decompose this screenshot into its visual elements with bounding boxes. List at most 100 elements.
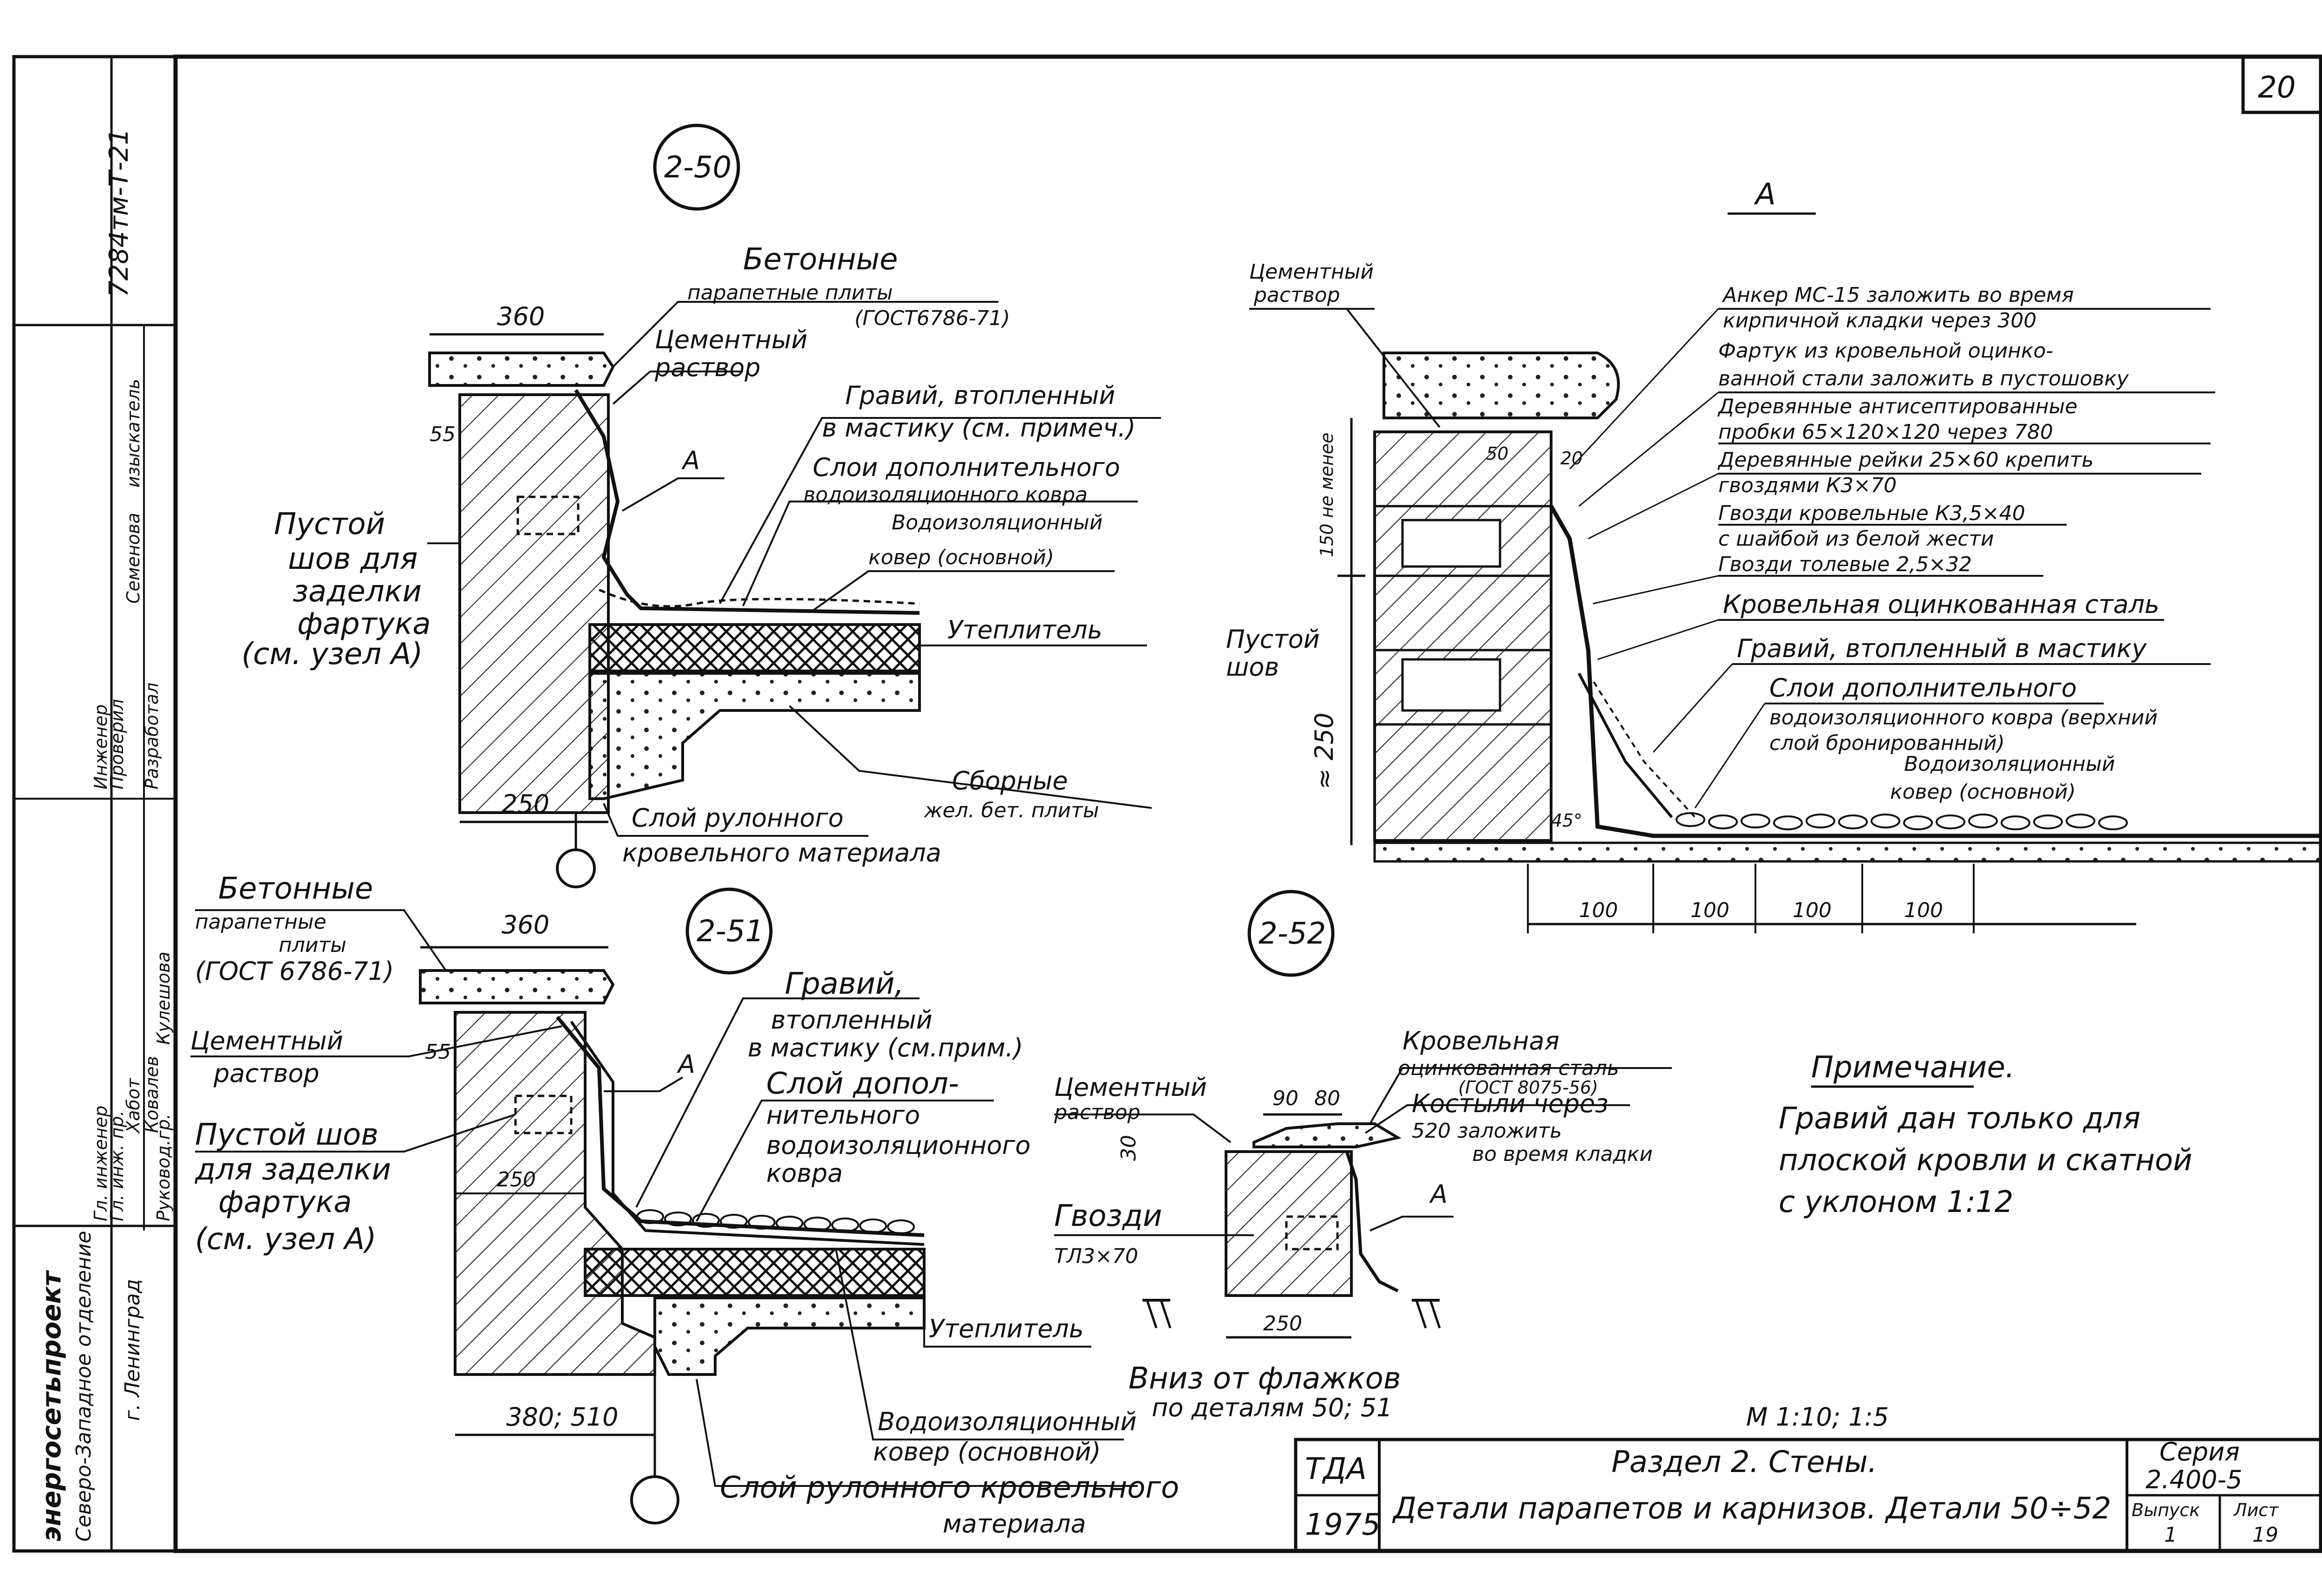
a-dim-bottom-1: 100 [1579,899,1618,922]
dim-55: 55 [430,423,456,446]
label-crutches-2: 520 заложить [1412,1119,1562,1143]
label-concrete-slabs: Бетонные [218,872,373,906]
node-a-title: А [1754,177,1776,212]
label-down: Вниз от флажков [1128,1361,1401,1396]
a-note-14: водоизоляционного ковра (верхний [1769,706,2158,730]
label-prefab-2: жел. бет. плиты [924,799,1099,822]
a-brick-wall [1373,430,1552,842]
label-gravel: Гравий, втопленный [845,381,1115,410]
insulation-layer [588,623,921,672]
title-line-2: Детали парапетов и карнизов. Детали 50÷5… [1392,1492,2111,1526]
label-gravel: Гравий, [785,967,904,1001]
cornice-cap [1252,1122,1402,1148]
a-slope-layers [1578,672,1673,818]
dim-250: 250 [502,789,549,819]
label-marker-a: А [1429,1179,1448,1209]
apron-line [555,1016,925,1237]
label-gravel-2: в мастику (см. примеч.) [822,413,1135,443]
note-line-3: с уклоном 1:12 [1779,1185,2013,1219]
a-note-7: гвоздями К3×70 [1718,474,1897,497]
detail-box [1285,1215,1339,1251]
label-cement-2: раствор [1054,1101,1141,1124]
node-reference-circle [630,1475,679,1524]
title-year: 1975 [1305,1508,1381,1542]
label-main-carpet: Водоизоляционный [878,1407,1137,1436]
node-tag: 2-51 [697,914,764,949]
a-note-1: кирпичной кладки через 300 [1723,309,2036,332]
node-2-52: 2-52 90 80 30 250 Цементный раствор Кров… [1054,890,1672,1422]
stamp-extra-1: Проверил [107,699,127,789]
label-down-2: по деталям 50; 51 [1152,1393,1392,1422]
a-note-0: Анкер МС-15 заложить во время [1722,283,2074,307]
label-empty-joint-3: фартука [218,1185,352,1219]
stamp-name-2: Ковалев [142,1056,162,1133]
node-tag: 2-50 [664,150,731,185]
label-extra-layer-2: нительного [766,1101,920,1130]
apron-line-2 [570,1021,925,1246]
insulation-layer [584,1248,926,1297]
note-title: Примечание. [1811,1050,2015,1085]
prefab-slab [588,672,921,800]
label-empty-joint-4: (см. узел А) [195,1222,376,1257]
a-base-slab [1373,841,2322,863]
label-roll-2: кровельного материала [622,838,941,867]
dim-30: 30 [1117,1135,1141,1161]
a-dim-50: 50 [1486,443,1508,464]
a-note-11: Кровельная оцинкованная сталь [1723,590,2159,619]
a-note-5: пробки 65×120×120 через 780 [1718,420,2053,444]
title-org: ТДА [1305,1452,1367,1486]
sheet-value: 19 [2252,1523,2278,1547]
a-note-9: с шайбой из белой жести [1718,527,1994,551]
a-label-cement: Цементный [1249,260,1374,284]
label-cement: Цементный [190,1026,343,1055]
label-marker-a: А [681,446,700,475]
node-tag-circle [685,887,773,975]
series-label: Серия [2159,1437,2240,1466]
stamp-name-3: Кулешова [153,951,174,1045]
apron-line [574,389,920,615]
label-extra-layer-2: водоизоляционного ковра [803,483,1088,507]
dim-360: 360 [497,302,545,331]
a-note-4: Деревянные антисептированные [1717,395,2077,418]
label-insulation: Утеплитель [929,1314,1084,1343]
issue-value: 1 [2164,1523,2177,1547]
title-block: ТДА 1975 Раздел 2. Стены. Детали парапет… [1294,1437,2322,1553]
label-empty-joint-2: для заделки [195,1153,391,1187]
a-note-12: Гравий, втопленный в мастику [1737,634,2147,663]
parapet-slab [428,352,615,387]
label-empty-joint: Пустой шов [195,1118,378,1152]
label-prefab: Сборные [952,766,1068,795]
a-gravel [1676,812,2128,830]
a-dim-bottom-4: 100 [1904,899,1943,922]
node-2-51: 2-51 360 55 250 380; 510 [190,872,1179,1538]
stamp-extra-2: Разработал [142,683,162,789]
node-tag-circle [1247,890,1335,977]
scale: М 1:10; 1:5 [1746,1402,1889,1432]
stamp-name-4: Семенова [123,513,143,604]
label-concrete-slabs: Бетонные [743,242,898,277]
a-dim-250: ≈ 250 [1310,713,1339,789]
dim-90: 90 [1272,1087,1298,1110]
org-main: энергосетьпроект [37,1270,67,1542]
stamp-name-1: Хабот [123,1077,143,1134]
dim-360: 360 [502,910,549,939]
label-main-carpet-2: ковер (основной) [868,546,1054,569]
label-cement: Цементный [1054,1073,1207,1102]
node-tag: 2-52 [1259,917,1326,951]
label-steel-3: (ГОСТ 8075-56) [1458,1077,1598,1098]
label-nails-2: ТЛ3×70 [1054,1244,1138,1268]
label-steel: Кровельная [1402,1026,1559,1055]
a-note-17: ковер (основной) [1890,780,2076,804]
a-label-empty-joint: Пустой [1226,625,1320,654]
stamp-role-4: Инженер [91,704,111,789]
label-cement-2: раствор [213,1059,320,1088]
a-dim-angle: 45° [1551,810,1582,831]
stamp-role-3: Руковод.гр. [153,1114,174,1221]
note-block: Примечание. Гравий дан только для плоско… [1779,1050,2192,1219]
a-dim-bottom-2: 100 [1690,899,1729,922]
prefab-slab [653,1296,926,1376]
node-2-50: 2-50 360 55 250 Бето [241,124,1161,888]
a-notes: Анкер МС-15 заложить во время кирпичной … [1717,283,2159,804]
page-number-box [2241,55,2322,114]
